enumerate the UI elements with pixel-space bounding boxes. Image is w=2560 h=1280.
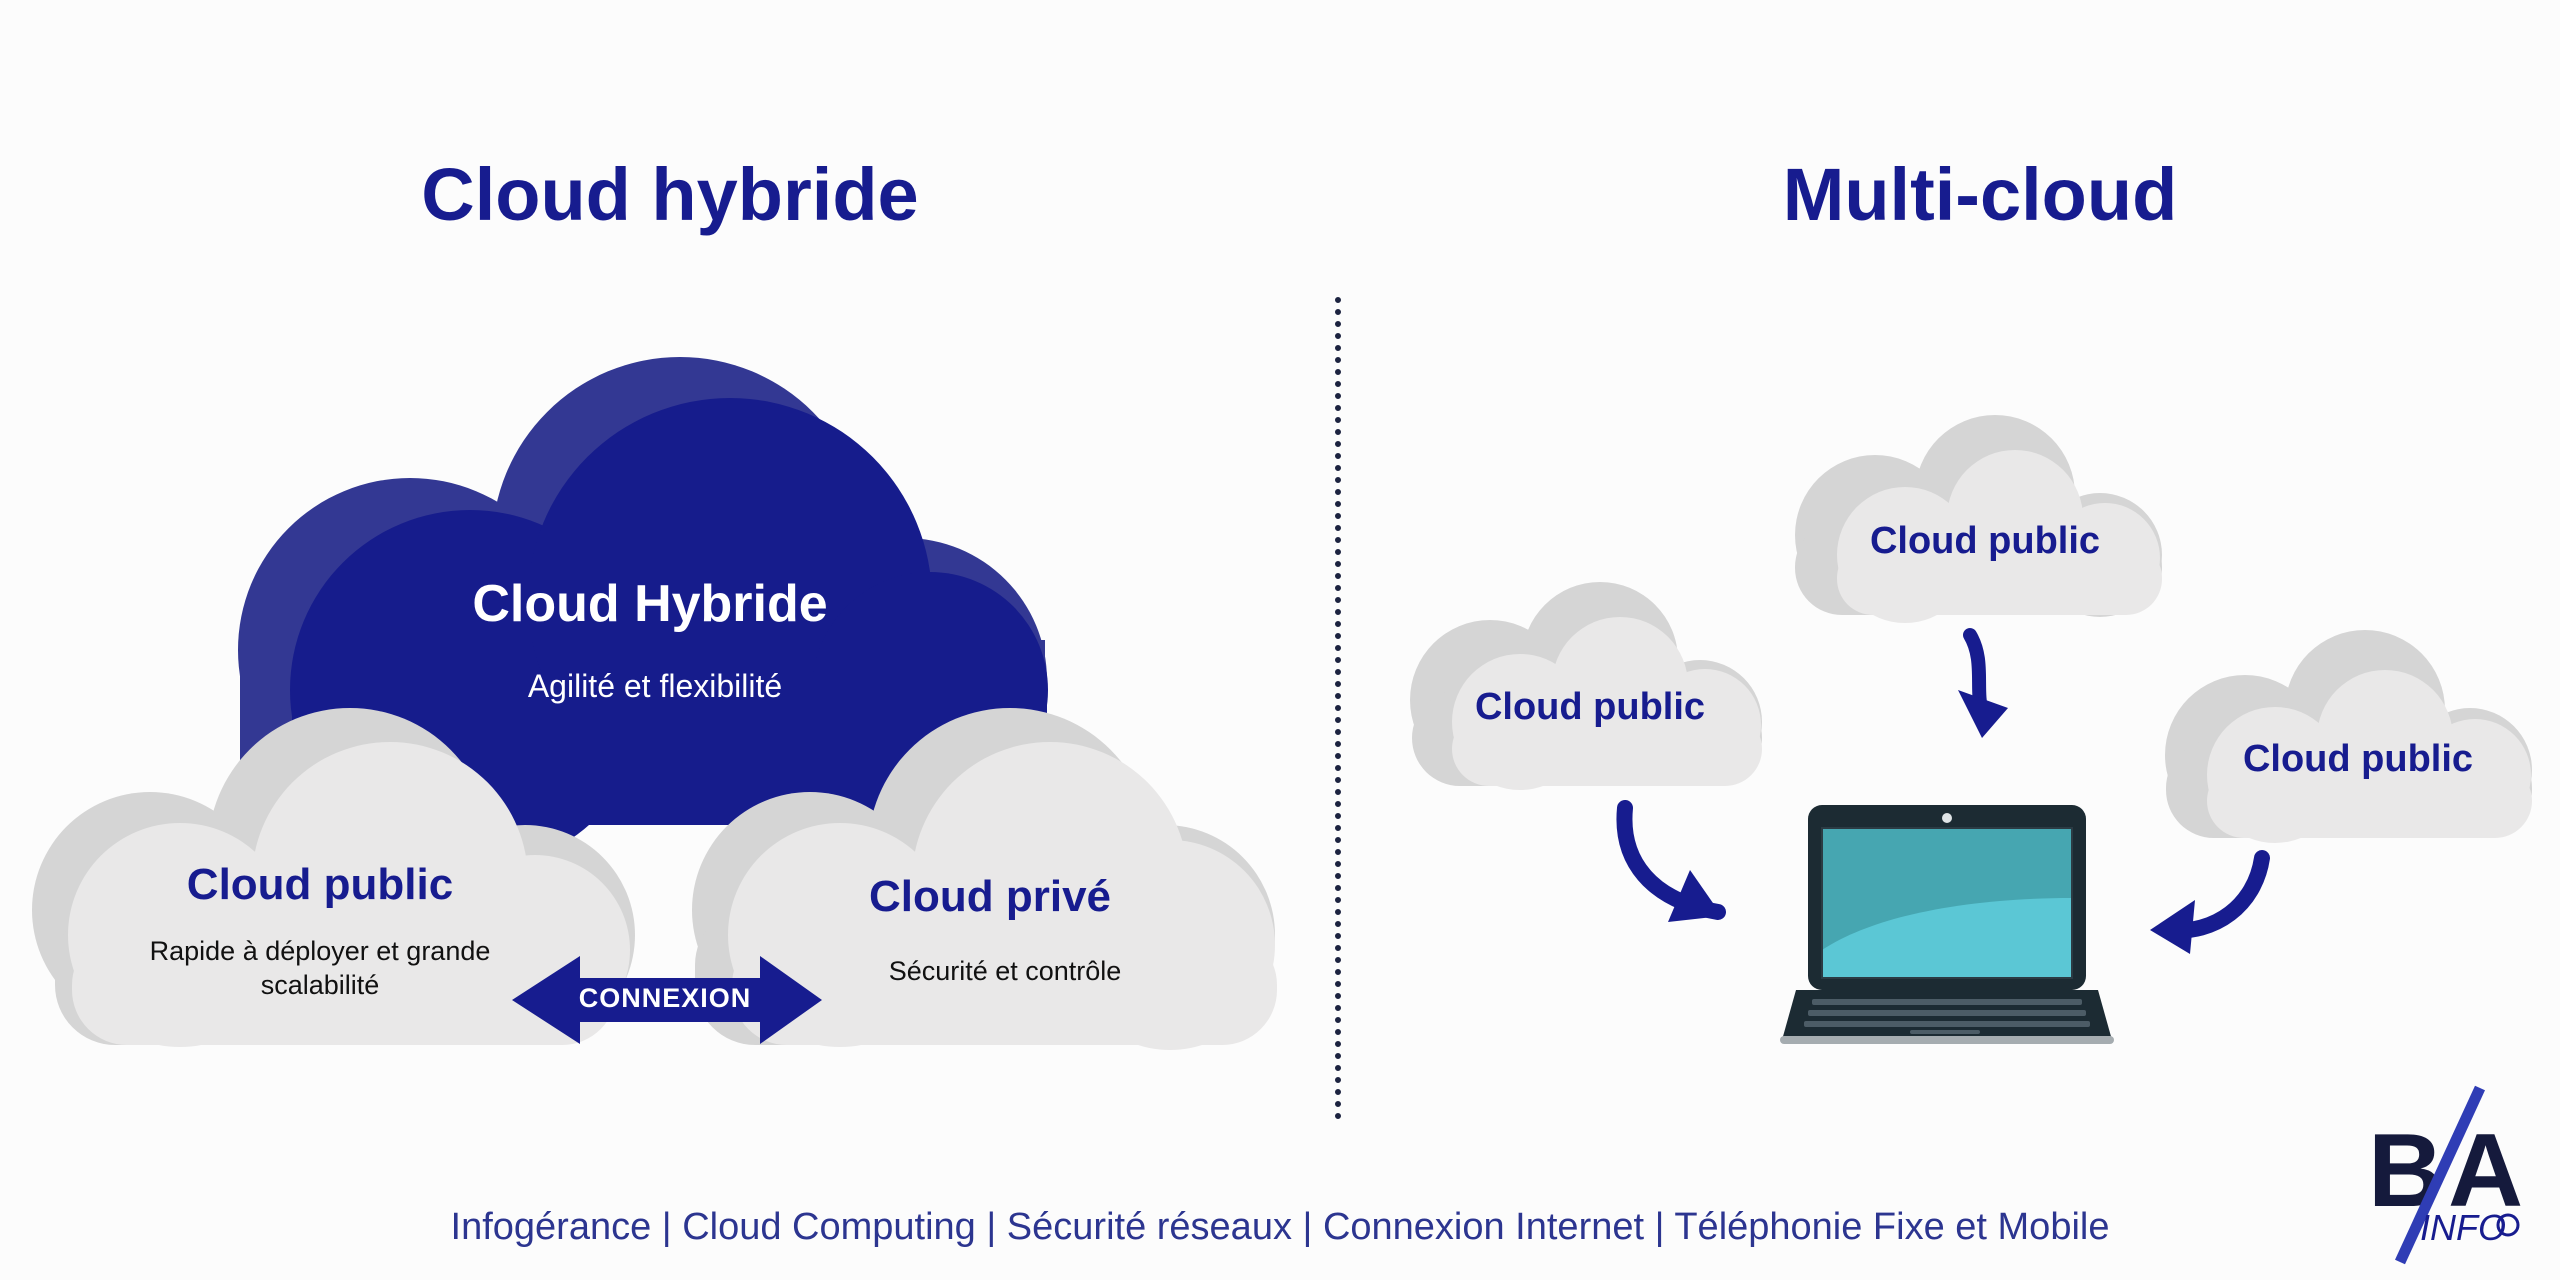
svg-text:B: B xyxy=(2368,1113,2443,1229)
arrow-top-to-laptop xyxy=(1958,628,2008,738)
svg-text:INFO: INFO xyxy=(2420,1207,2506,1248)
right-section-title: Multi-cloud xyxy=(1782,153,2178,236)
multi-cloud-label-top: Cloud public xyxy=(1869,520,2101,562)
private-cloud-title: Cloud privé xyxy=(868,872,1112,921)
hybrid-cloud-title: Cloud Hybride xyxy=(472,575,828,633)
multi-cloud-shape-right xyxy=(2165,630,2532,843)
footer-services: Infogérance | Cloud Computing | Sécurité… xyxy=(450,1206,2110,1248)
left-section-title: Cloud hybride xyxy=(421,153,919,236)
connexion-label: CONNEXION xyxy=(578,983,752,1013)
multi-cloud-shape-left xyxy=(1410,582,1762,790)
public-cloud-title: Cloud public xyxy=(186,860,454,909)
hybrid-cloud-subtitle: Agilité et flexibilité xyxy=(527,668,783,704)
arrow-right-to-laptop xyxy=(2150,850,2270,954)
company-logo: B A INFO xyxy=(2368,1085,2523,1265)
public-cloud-subtitle-line2: scalabilité xyxy=(260,970,380,1000)
connexion-arrow xyxy=(512,956,822,1044)
multi-cloud-shape-top xyxy=(1795,415,2162,623)
multi-cloud-label-left: Cloud public xyxy=(1474,686,1706,728)
multi-cloud-label-right: Cloud public xyxy=(2242,738,2474,780)
laptop-icon xyxy=(1780,805,2114,1044)
public-cloud-shape xyxy=(32,708,635,1047)
arrow-left-to-laptop xyxy=(1616,800,1726,922)
private-cloud-shape xyxy=(692,708,1277,1050)
public-cloud-subtitle-line1: Rapide à déployer et grande xyxy=(149,936,491,966)
private-cloud-subtitle: Sécurité et contrôle xyxy=(888,956,1122,986)
